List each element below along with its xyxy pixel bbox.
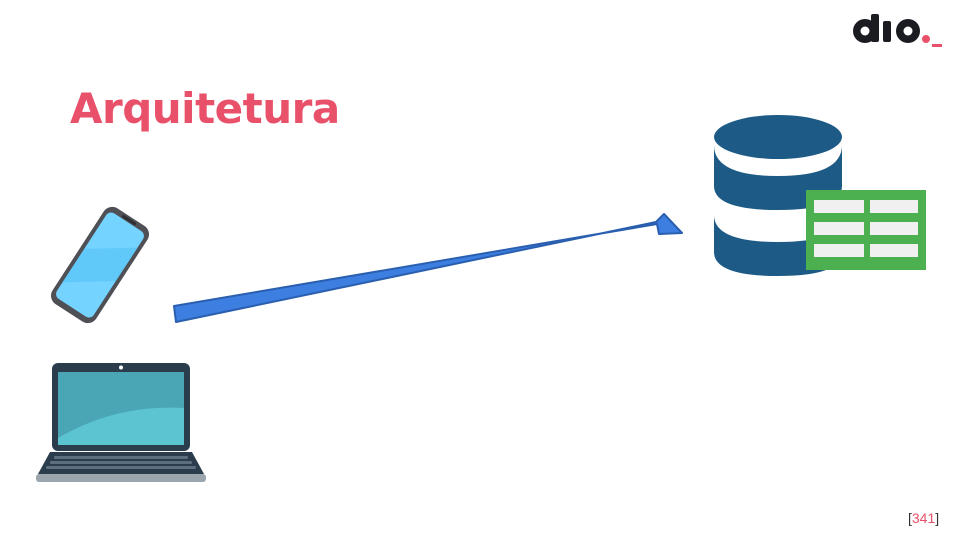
database-table-icon xyxy=(714,115,926,276)
dio-logo-icon xyxy=(853,14,942,47)
page-number-close: ] xyxy=(935,510,940,526)
smartphone-icon xyxy=(50,206,150,324)
page-number-value: 341 xyxy=(911,510,936,526)
laptop-icon xyxy=(36,363,206,482)
page-number: [341] xyxy=(908,510,939,526)
page-number-open: [ xyxy=(908,510,912,526)
slide-title: Arquitetura xyxy=(70,84,340,133)
arrow-right-icon xyxy=(173,213,683,323)
